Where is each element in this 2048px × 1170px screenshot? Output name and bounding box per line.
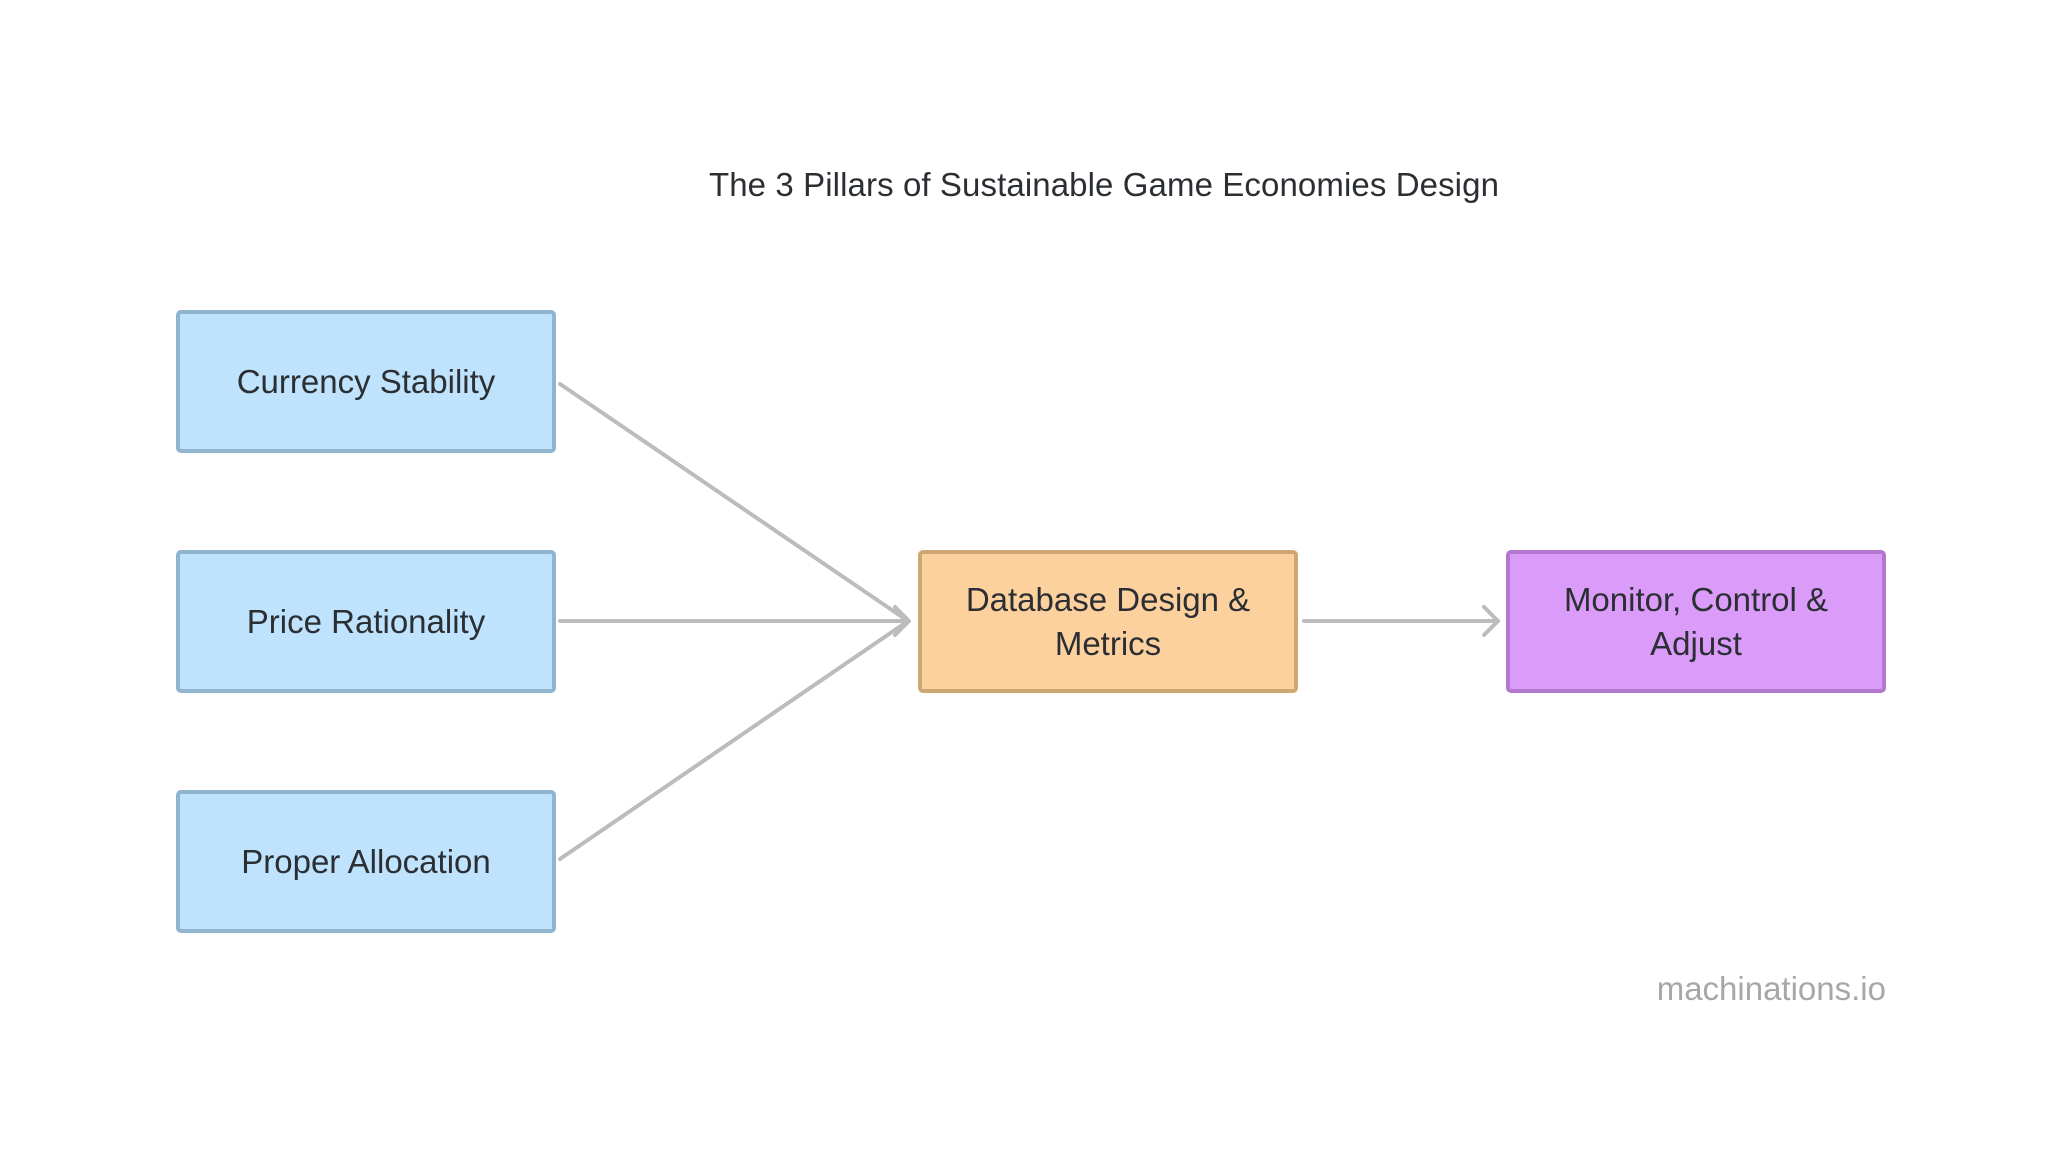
brand-watermark: machinations.io <box>1656 970 1886 1007</box>
node-label: Database Design & Metrics <box>965 580 1251 662</box>
arrowhead-monitor-icon <box>1482 605 1500 637</box>
node-price-rationality: Price Rationality <box>176 550 556 693</box>
diagram-title: The 3 Pillars of Sustainable Game Econom… <box>708 166 1500 203</box>
edge-currency-to-database <box>558 382 910 623</box>
arrowhead-database-icon <box>893 605 911 637</box>
node-proper-allocation: Proper Allocation <box>176 790 556 933</box>
node-database-design-metrics: Database Design & Metrics <box>918 550 1298 693</box>
edge-allocation-to-database <box>558 619 910 861</box>
node-currency-stability: Currency Stability <box>176 310 556 453</box>
node-label: Currency Stability <box>236 362 496 400</box>
node-label: Proper Allocation <box>241 842 491 880</box>
node-label: Monitor, Control & Adjust <box>1563 580 1829 662</box>
node-monitor-control-adjust: Monitor, Control & Adjust <box>1506 550 1886 693</box>
node-label: Price Rationality <box>246 602 486 640</box>
